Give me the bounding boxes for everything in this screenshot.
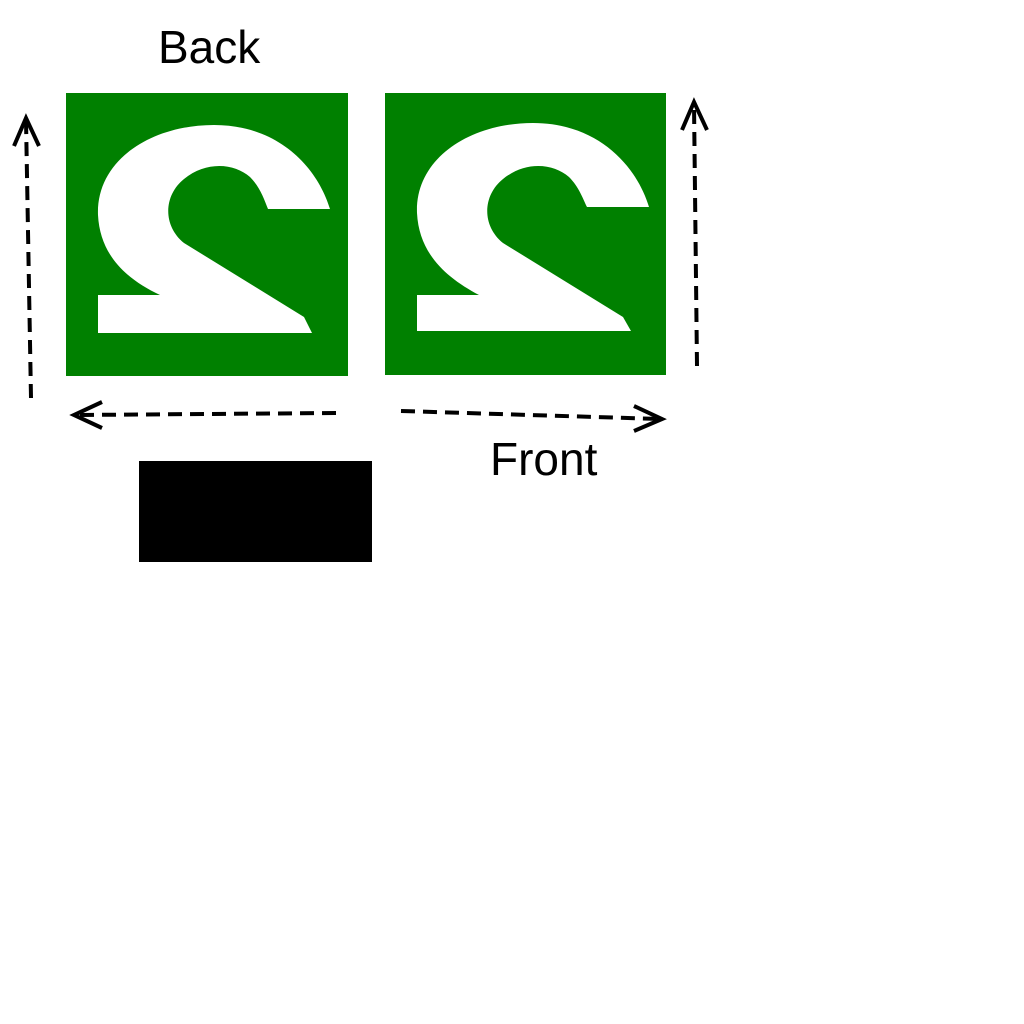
back-tile-glyph [97, 125, 330, 333]
front-tile [385, 93, 666, 375]
front-tile-graphic [385, 93, 666, 375]
back-horizontal-arrow [69, 400, 337, 430]
back-vertical-arrow [12, 113, 41, 399]
back-label: Back [158, 21, 261, 73]
front-label: Front [490, 433, 598, 485]
front-tile-glyph [416, 123, 649, 331]
front-vertical-arrow [680, 97, 709, 367]
black-redaction-box [139, 461, 372, 562]
back-tile [66, 93, 348, 376]
back-tile-graphic [66, 93, 348, 376]
front-horizontal-arrow [400, 404, 667, 433]
